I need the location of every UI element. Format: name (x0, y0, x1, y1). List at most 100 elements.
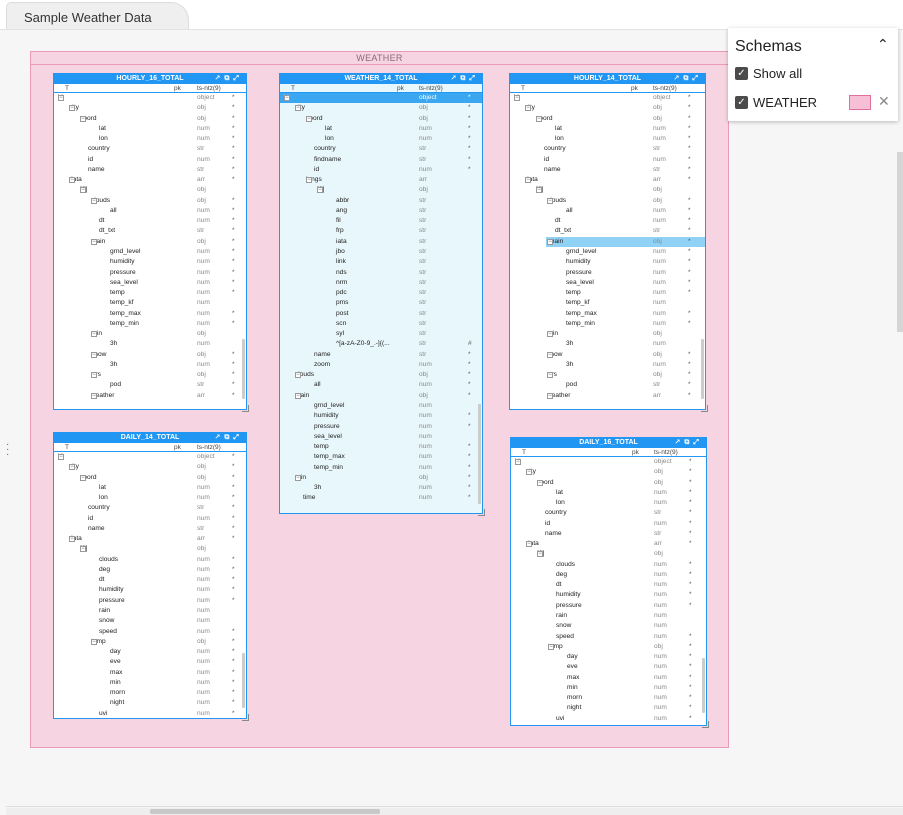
resize-handle-icon[interactable] (242, 405, 249, 412)
table-header[interactable]: WEATHER_14_TOTAL↗⧉⤢ (280, 74, 482, 84)
collapse-toggle-icon[interactable]: − (548, 643, 554, 650)
table-header[interactable]: HOURLY_16_TOTAL↗⧉⤢ (54, 74, 246, 84)
table-row[interactable]: −rainobj (510, 329, 705, 339)
collapse-toggle-icon[interactable]: − (536, 187, 542, 194)
table-row[interactable]: −[0]obj (54, 544, 246, 554)
table-header[interactable]: DAILY_14_TOTAL↗⧉⤢ (54, 433, 246, 443)
table-daily-16-total[interactable]: DAILY_16_TOTAL↗⧉⤢Tpkts-ntz(9)−Vobject*−c… (510, 437, 707, 726)
external-link-icon[interactable]: ⧉ (684, 439, 694, 446)
collapse-toggle-icon[interactable]: − (317, 187, 323, 194)
collapse-toggle-icon[interactable]: − (306, 115, 312, 122)
tab-sample-weather-data[interactable]: Sample Weather Data (6, 2, 189, 30)
table-hourly-14-total[interactable]: HOURLY_14_TOTAL↗⧉⤢Tpkts-ntz(9)−Vobject*−… (509, 73, 706, 410)
external-link-icon[interactable]: ⧉ (224, 75, 234, 82)
weather-schema-checkbox[interactable]: ✓ (735, 96, 748, 109)
table-row[interactable]: ^[a-zA-Z0-9_.-]{(...str# (280, 339, 482, 349)
table-scrollbar[interactable] (702, 658, 705, 713)
resize-handle-icon[interactable] (242, 714, 249, 721)
table-row[interactable]: −cityobj* (510, 103, 705, 113)
table-scrollbar[interactable] (242, 339, 245, 399)
collapse-toggle-icon[interactable]: − (91, 638, 97, 645)
horizontal-scrollbar[interactable] (150, 809, 380, 814)
expand-icon[interactable]: ⤢ (469, 75, 479, 82)
collapse-toggle-icon[interactable]: − (91, 197, 97, 204)
collapse-toggle-icon[interactable]: − (91, 351, 97, 358)
external-link-icon[interactable]: ⧉ (460, 75, 470, 82)
collapse-toggle-icon[interactable]: − (547, 238, 553, 245)
collapse-toggle-icon[interactable]: − (547, 351, 553, 358)
pin-icon[interactable]: ↗ (450, 75, 461, 82)
expand-icon[interactable]: ⤢ (692, 75, 702, 82)
table-row[interactable]: −[0]obj (280, 185, 482, 195)
table-row[interactable]: −[0]obj (511, 549, 706, 559)
table-daily-14-total[interactable]: DAILY_14_TOTAL↗⧉⤢Tpkts-ntz(9)−Vobject*−c… (53, 432, 247, 719)
collapse-toggle-icon[interactable]: − (80, 115, 86, 122)
resize-handle-icon[interactable] (478, 509, 485, 516)
table-row[interactable]: −rainobj (54, 329, 246, 339)
table-row[interactable]: −cityobj* (511, 467, 706, 477)
